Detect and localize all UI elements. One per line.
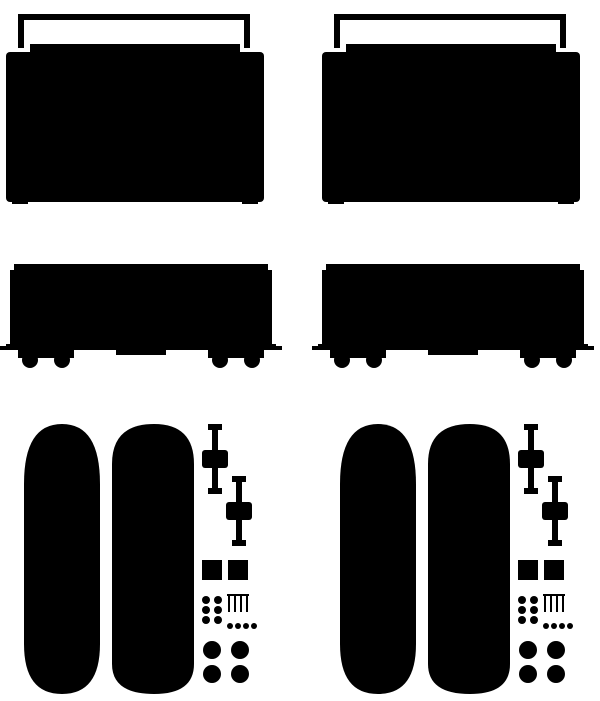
boombox-outline xyxy=(6,14,264,204)
skateboard-kit-solid xyxy=(340,424,573,694)
stock-car-outline xyxy=(0,264,282,368)
skateboard-kit-outline xyxy=(24,424,257,694)
stock-car-solid xyxy=(312,264,594,368)
boombox-solid xyxy=(322,14,580,204)
